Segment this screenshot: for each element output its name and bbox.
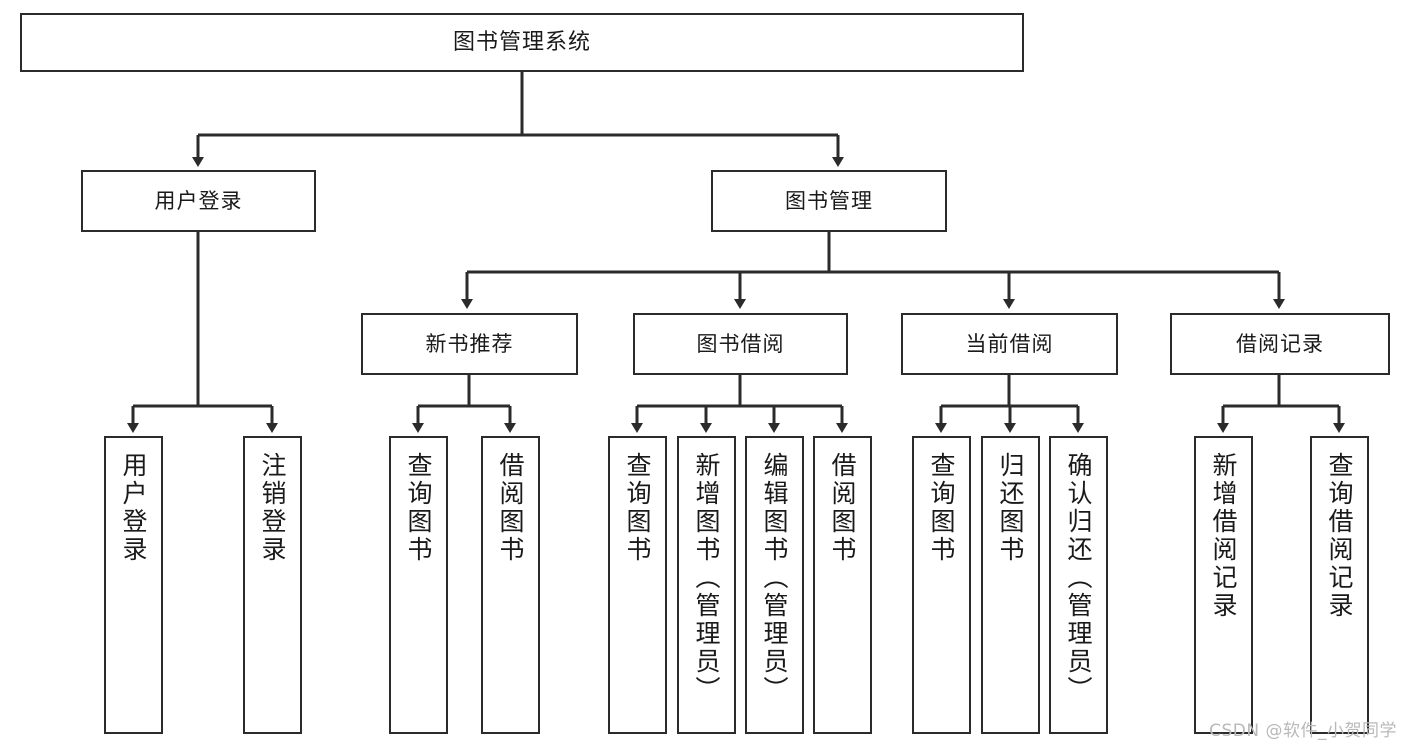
leaf-current-confirm-return[interactable]: 确认归还（管理员） (1049, 436, 1108, 734)
leaf-borrow-query-book[interactable]: 查询图书 (608, 436, 667, 734)
node-label: 用户登录 (119, 452, 148, 564)
leaf-user-login-login[interactable]: 用户登录 (104, 436, 163, 734)
node-root-system[interactable]: 图书管理系统 (20, 13, 1024, 72)
leaf-current-query-book[interactable]: 查询图书 (912, 436, 971, 734)
leaf-borrow-edit-book[interactable]: 编辑图书（管理员） (745, 436, 804, 734)
leaf-recommend-borrow-book[interactable]: 借阅图书 (481, 436, 540, 734)
node-book-borrow[interactable]: 图书借阅 (633, 313, 848, 375)
node-label: 查询图书 (927, 452, 956, 564)
node-label: 新书推荐 (425, 331, 514, 356)
node-label: 新增图书（管理员） (692, 452, 721, 704)
leaf-record-query-record[interactable]: 查询借阅记录 (1310, 436, 1369, 734)
node-label: 借阅图书 (828, 452, 857, 564)
node-label: 借阅记录 (1236, 331, 1324, 356)
leaf-current-return-book[interactable]: 归还图书 (981, 436, 1040, 734)
leaf-borrow-borrow-book[interactable]: 借阅图书 (813, 436, 872, 734)
node-label: 图书借阅 (696, 331, 785, 356)
csdn-watermark: CSDN @软件_小贺同学 (1209, 721, 1397, 741)
node-label: 查询借阅记录 (1325, 452, 1354, 620)
leaf-borrow-add-book[interactable]: 新增图书（管理员） (677, 436, 736, 734)
node-label: 编辑图书（管理员） (760, 452, 789, 704)
node-label: 当前借阅 (965, 331, 1054, 356)
node-borrow-record[interactable]: 借阅记录 (1170, 313, 1390, 375)
node-label: 图书管理 (785, 188, 873, 213)
node-label: 确认归还（管理员） (1064, 452, 1093, 704)
leaf-record-add-record[interactable]: 新增借阅记录 (1194, 436, 1253, 734)
node-new-book-recommend[interactable]: 新书推荐 (361, 313, 578, 375)
node-book-management[interactable]: 图书管理 (711, 170, 947, 232)
node-current-borrow[interactable]: 当前借阅 (901, 313, 1118, 375)
node-label: 新增借阅记录 (1209, 452, 1238, 620)
leaf-recommend-query-book[interactable]: 查询图书 (389, 436, 448, 734)
node-label: 查询图书 (623, 452, 652, 564)
node-user-login[interactable]: 用户登录 (81, 170, 316, 232)
leaf-user-login-logout[interactable]: 注销登录 (243, 436, 302, 734)
node-label: 图书管理系统 (452, 29, 591, 55)
node-label: 归还图书 (996, 452, 1025, 564)
node-label: 注销登录 (258, 452, 287, 564)
node-label: 查询图书 (404, 452, 433, 564)
node-label: 用户登录 (154, 188, 243, 213)
node-label: 借阅图书 (496, 452, 525, 564)
